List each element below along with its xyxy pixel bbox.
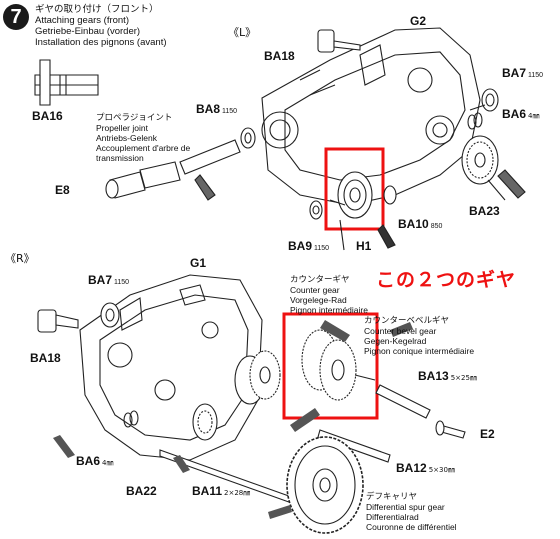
- bearing-ba7-top: [469, 88, 499, 112]
- gearbox-housing-right: [79, 274, 263, 461]
- shaft-ba13: [375, 384, 431, 419]
- shim-ba6-bottom: [123, 410, 139, 428]
- highlight-box-bottom-gears: [282, 312, 379, 420]
- shim-ba6-top: [467, 112, 483, 130]
- step-title-de: Getriebe-Einbau (vorder): [35, 26, 141, 37]
- part-label-ba18-bottom: BA18: [30, 351, 61, 365]
- step-title-jp: ギヤの取り付け（フロント）: [35, 4, 159, 15]
- step-title-fr: Installation des pignons (avant): [35, 37, 167, 48]
- bolt-ba18-top: [317, 29, 361, 53]
- bolt-ba18-bottom: [37, 309, 79, 333]
- step-number-badge: 7: [3, 4, 29, 30]
- bearing-ba9: [309, 200, 323, 220]
- part-label-e8: E8: [55, 183, 70, 197]
- part-label-e2: E2: [480, 427, 495, 441]
- counter-bevel-gear: [301, 329, 376, 401]
- propeller-joint-assembly: [105, 127, 256, 201]
- side-label-right: 《R》: [5, 252, 35, 265]
- differential-spur-gear: [286, 436, 364, 534]
- diff-spur-gear-description: デフキャリヤ Differential spur gear Differenti…: [366, 492, 457, 532]
- bevel-gear-ba23: [461, 135, 506, 201]
- step-title: ギヤの取り付け（フロント） Attaching gears (front) Ge…: [35, 4, 167, 48]
- propeller-joint-description: プロペラジョイント Propeller joint Antriebs-Gelen…: [96, 113, 191, 163]
- screwdriver-top-right: [497, 169, 526, 199]
- callout-these-two-gears: この２つのギヤ: [376, 269, 517, 291]
- counter-gear-description: カウンターギヤ Counter gear Vorgelege-Rad Pigno…: [290, 275, 368, 315]
- highlight-box-top-gears: [324, 147, 385, 231]
- counter-bevel-gear-description: カウンターベベルギヤ Counter bevel gear Gegen-Kege…: [364, 316, 475, 356]
- diff-gear-top: [329, 171, 373, 251]
- step-title-en: Attaching gears (front): [35, 15, 129, 26]
- part-label-g2: G2: [410, 14, 427, 28]
- bearing-ba7-bottom: [100, 302, 120, 328]
- part-label-h1: H1: [356, 239, 372, 253]
- part-label-ba16: BA16: [32, 109, 63, 123]
- tool-h1: [377, 224, 396, 249]
- counter-gear: [234, 350, 281, 405]
- side-label-left: 《L》: [228, 26, 257, 39]
- bevel-gear-ba22: [192, 403, 218, 441]
- part-label-ba23: BA23: [469, 204, 500, 218]
- propeller-shaft-ba16: [34, 59, 99, 106]
- bolt-e2: [435, 420, 466, 439]
- tool-arrows-bottom: [53, 320, 413, 519]
- part-label-g1: G1: [190, 256, 207, 270]
- part-label-ba22: BA22: [126, 484, 157, 498]
- part-label-ba18-top: BA18: [264, 49, 295, 63]
- bearing-ba10: [383, 185, 397, 205]
- shaft-ba12: [317, 429, 391, 463]
